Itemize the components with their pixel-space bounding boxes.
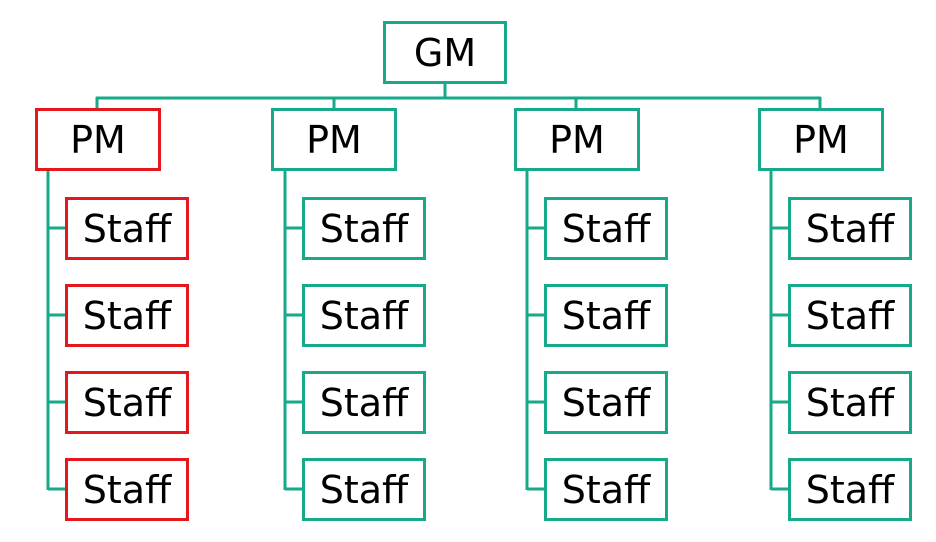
staff-box: Staff [302,371,426,434]
staff-box: Staff [544,458,668,521]
pm-box: PM [514,108,640,171]
staff-box: Staff [302,197,426,260]
staff-box: Staff [302,458,426,521]
gm-box: GM [383,21,507,84]
staff-box: Staff [788,371,912,434]
staff-box: Staff [544,197,668,260]
staff-box: Staff [65,197,189,260]
staff-box: Staff [65,284,189,347]
staff-box: Staff [65,458,189,521]
staff-box: Staff [544,284,668,347]
staff-box: Staff [544,371,668,434]
pm-box: PM [758,108,884,171]
pm-box: PM [271,108,397,171]
staff-box: Staff [788,197,912,260]
staff-box: Staff [302,284,426,347]
staff-box: Staff [65,371,189,434]
staff-box: Staff [788,284,912,347]
pm-box: PM [35,108,161,171]
staff-box: Staff [788,458,912,521]
